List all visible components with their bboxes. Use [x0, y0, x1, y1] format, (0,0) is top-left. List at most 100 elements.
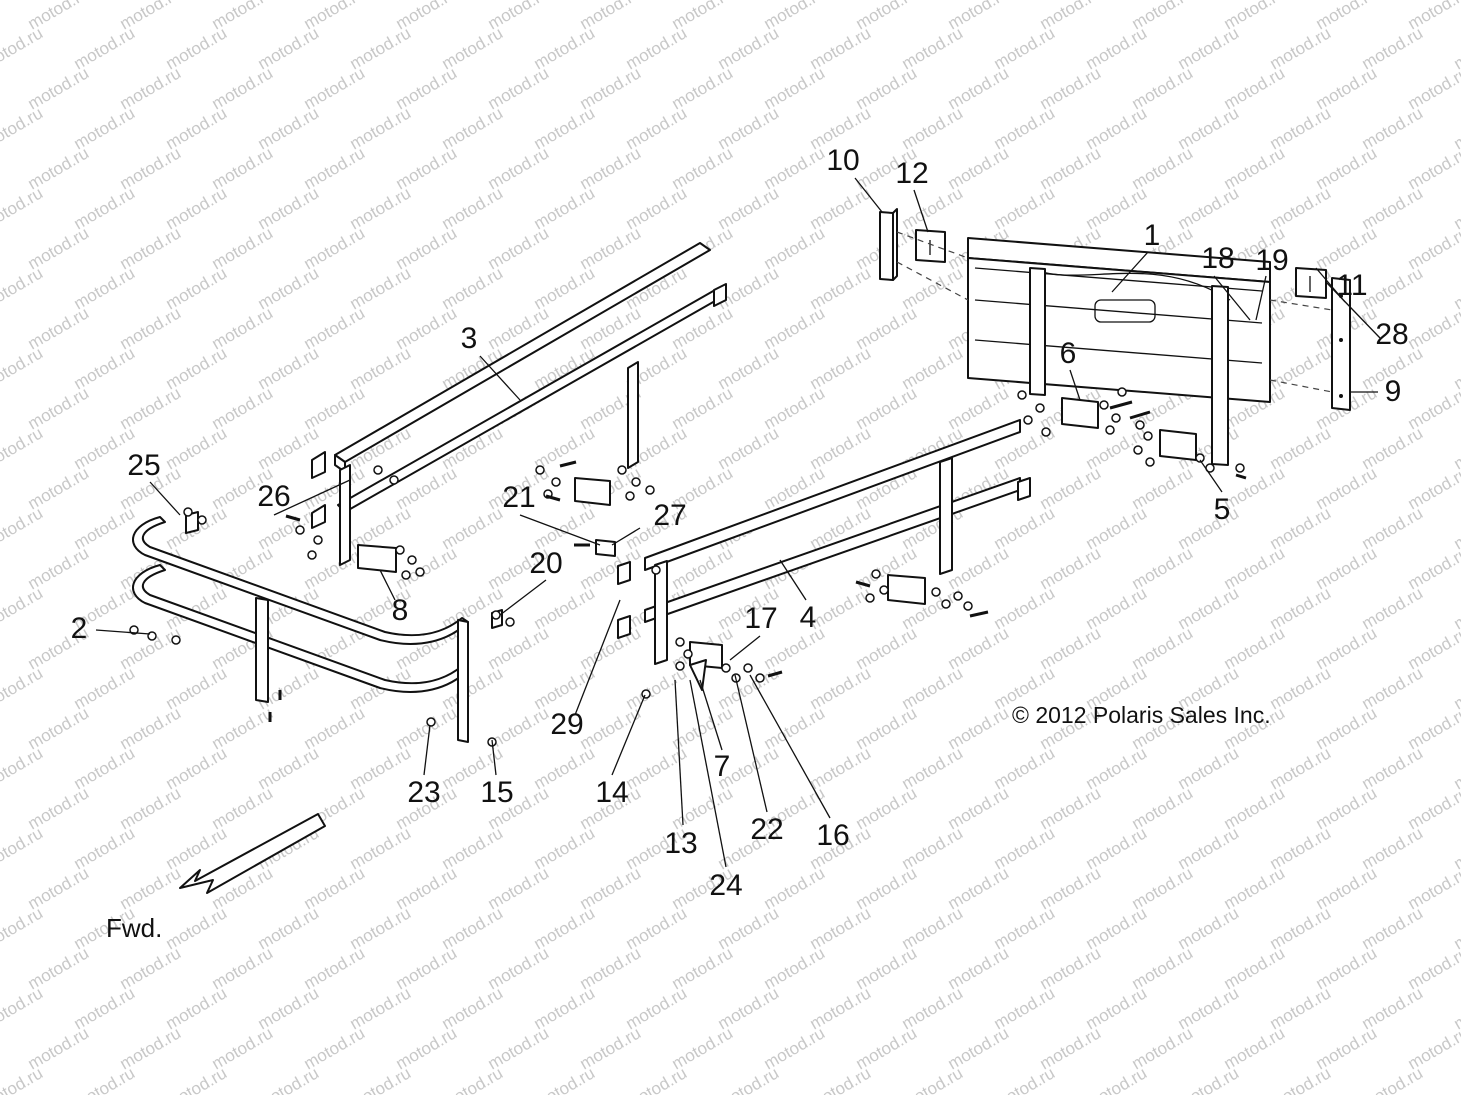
callout-22: 22 — [750, 813, 783, 846]
callout-27: 27 — [653, 499, 686, 532]
callout-29: 29 — [550, 708, 583, 741]
leader-line — [749, 674, 831, 819]
mount-bracket-part-5 — [1159, 429, 1197, 461]
leader-lines — [95, 177, 1381, 868]
callout-26: 26 — [257, 480, 290, 513]
callout-10: 10 — [826, 144, 859, 177]
leader-line — [574, 599, 621, 716]
hardware-nut — [491, 610, 501, 620]
logo-emblem — [1094, 299, 1156, 323]
hardware-nut — [631, 477, 641, 487]
hardware-nut — [401, 570, 411, 580]
hardware-nut — [307, 550, 317, 560]
hardware-nut — [1135, 420, 1145, 430]
callout-1: 1 — [1144, 219, 1161, 252]
hardware-nut — [1105, 425, 1115, 435]
leader-line — [1199, 459, 1223, 493]
leader-line — [491, 739, 497, 776]
callout-13: 13 — [664, 827, 697, 860]
callout-6: 6 — [1060, 337, 1077, 370]
callout-17: 17 — [744, 602, 777, 635]
side-rail-part-3 — [311, 242, 727, 566]
hardware-nut — [129, 625, 139, 635]
hardware-bolt — [1129, 410, 1151, 420]
callout-28: 28 — [1375, 318, 1408, 351]
leader-line — [674, 679, 684, 826]
hardware-nut — [931, 587, 941, 597]
callout-24: 24 — [709, 869, 742, 902]
copyright-notice: © 2012 Polaris Sales Inc. — [1012, 702, 1271, 728]
hardware-nut — [1133, 445, 1143, 455]
leader-line — [95, 629, 151, 635]
callout-18: 18 — [1201, 242, 1234, 275]
callout-20: 20 — [529, 547, 562, 580]
hardware-nut — [645, 485, 655, 495]
callout-21: 21 — [502, 481, 535, 514]
leader-line — [611, 694, 646, 776]
mount-bracket-part-7 — [689, 641, 723, 691]
leader-line — [854, 177, 883, 213]
hardware-nut — [871, 569, 881, 579]
leader-line — [1069, 369, 1081, 401]
hardware-nut — [675, 661, 685, 671]
hardware-nut — [295, 525, 305, 535]
callout-16: 16 — [816, 819, 849, 852]
hardware-nut — [171, 635, 181, 645]
hardware-layer — [129, 387, 1247, 747]
hardware-nut — [1023, 415, 1033, 425]
hardware-nut — [941, 599, 951, 609]
leader-line — [499, 579, 547, 616]
hardware-bolt — [1235, 473, 1247, 480]
hardware-nut — [1117, 387, 1127, 397]
hardware-nut — [426, 717, 436, 727]
leader-line — [913, 189, 929, 233]
leader-line — [149, 481, 181, 516]
leader-line — [519, 514, 601, 546]
leader-line — [1111, 251, 1149, 293]
hardware-nut — [1235, 463, 1245, 473]
end-cap-part-10 — [879, 208, 898, 281]
hardware-nut — [683, 649, 693, 659]
leader-line — [423, 724, 431, 776]
callout-25: 25 — [127, 449, 160, 482]
hardware-nut — [1041, 427, 1051, 437]
side-rail-part-4 — [617, 419, 1031, 665]
leader-line — [699, 679, 723, 751]
callout-15: 15 — [480, 776, 513, 809]
hardware-nut — [415, 567, 425, 577]
callout-5: 5 — [1214, 493, 1231, 526]
callout-4: 4 — [800, 601, 817, 634]
leader-line — [611, 527, 641, 546]
hardware-nut — [625, 491, 635, 501]
hardware-nut — [197, 515, 207, 525]
leader-line — [779, 559, 807, 601]
leader-line — [1213, 275, 1251, 321]
callout-8: 8 — [392, 594, 409, 627]
leader-line — [479, 355, 521, 401]
hardware-nut — [535, 465, 545, 475]
hardware-nut — [963, 601, 973, 611]
hardware-bolt — [1109, 400, 1133, 410]
hardware-nut — [407, 555, 417, 565]
callout-7: 7 — [714, 750, 731, 783]
callout-23: 23 — [407, 776, 440, 809]
hardware-nut — [675, 637, 685, 647]
hardware-nut — [313, 535, 323, 545]
hardware-nut — [721, 663, 731, 673]
front-rail-part-2 — [132, 511, 503, 743]
end-cap-part-9 — [1331, 277, 1351, 411]
callout-12: 12 — [895, 157, 928, 190]
hardware-nut — [1111, 413, 1121, 423]
hardware-nut — [755, 673, 765, 683]
hardware-bolt — [969, 610, 989, 618]
hardware-nut — [743, 663, 753, 673]
hardware-nut — [551, 477, 561, 487]
hardware-nut — [865, 593, 875, 603]
mount-bracket-rail-4 — [887, 574, 926, 605]
hardware-nut — [389, 475, 399, 485]
hardware-nut — [1099, 400, 1109, 410]
hardware-nut — [1145, 457, 1155, 467]
